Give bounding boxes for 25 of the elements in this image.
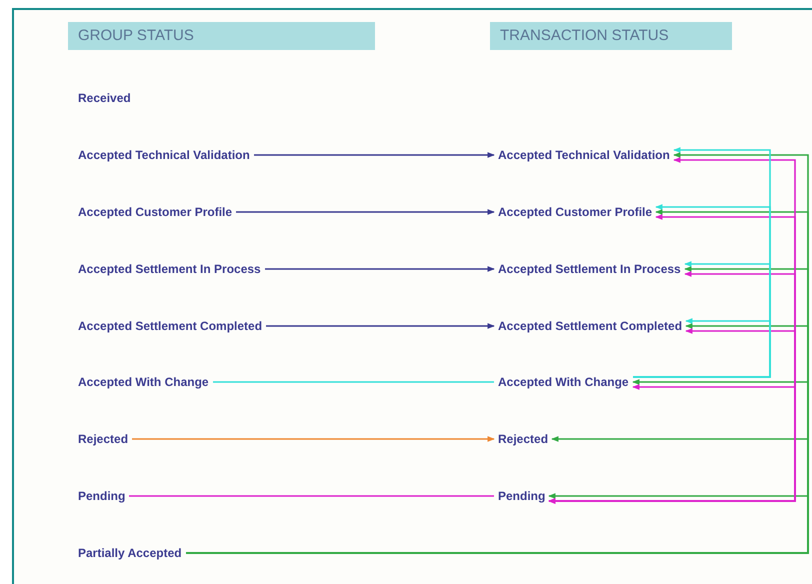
arrow — [633, 147, 771, 378]
arrow — [254, 152, 495, 158]
status-label: Accepted Settlement Completed — [498, 318, 682, 334]
status-label: Accepted Technical Validation — [498, 147, 670, 163]
status-label: Accepted Settlement In Process — [78, 261, 261, 277]
status-label: Accepted Customer Profile — [498, 204, 652, 220]
status-label: Accepted With Change — [498, 374, 629, 390]
column-header: TRANSACTION STATUS — [490, 22, 732, 50]
status-label: Pending — [498, 488, 546, 504]
status-label: Pending — [78, 488, 126, 504]
status-label: Rejected — [78, 431, 128, 447]
arrow — [132, 436, 495, 442]
arrow — [236, 209, 495, 215]
status-label: Accepted Settlement In Process — [498, 261, 681, 277]
status-label: Partially Accepted — [78, 545, 182, 561]
status-label: Accepted Customer Profile — [78, 204, 232, 220]
status-label: Rejected — [498, 431, 548, 447]
status-label: Accepted Technical Validation — [78, 147, 250, 163]
column-header: GROUP STATUS — [68, 22, 375, 50]
status-label: Accepted With Change — [78, 374, 209, 390]
status-label: Received — [78, 90, 131, 106]
status-label: Accepted Settlement Completed — [78, 318, 262, 334]
arrow — [548, 157, 796, 504]
arrow — [266, 323, 495, 329]
arrow — [265, 266, 495, 272]
